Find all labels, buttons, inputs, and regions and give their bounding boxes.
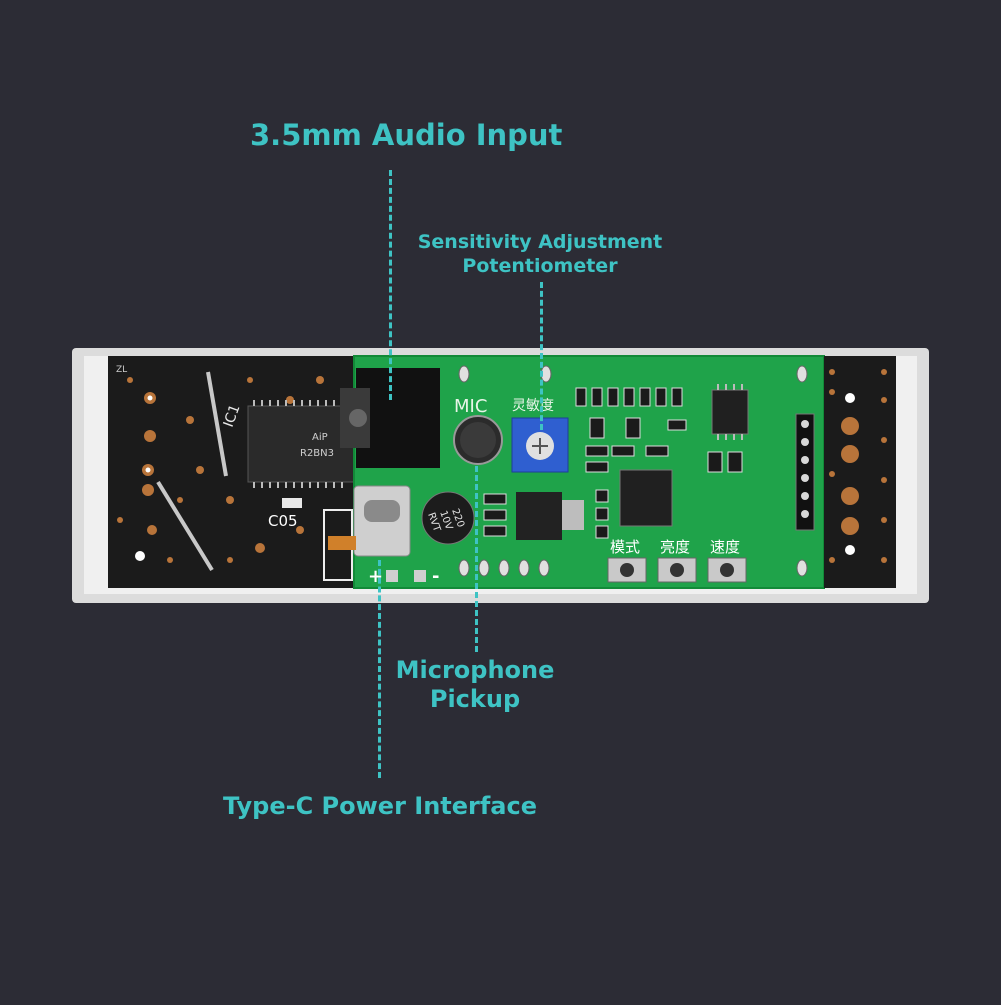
right-pcb bbox=[824, 356, 896, 588]
callout-line-audio bbox=[389, 170, 392, 400]
callout-line-microphone bbox=[475, 466, 478, 652]
sensitivity-label: Sensitivity Adjustment Potentiometer bbox=[410, 230, 670, 278]
minus-label: - bbox=[432, 566, 439, 587]
smd-part bbox=[282, 498, 302, 508]
c05-label: C05 bbox=[268, 512, 298, 530]
capacitor bbox=[421, 491, 475, 545]
wire-lead bbox=[156, 480, 214, 572]
mic-label: MIC bbox=[454, 396, 487, 417]
amplifier-chip bbox=[247, 405, 357, 483]
sensitivity-label-line2: Potentiometer bbox=[462, 255, 618, 277]
type-c-label: Type-C Power Interface bbox=[222, 792, 537, 820]
chip-marking: R2BN3 bbox=[300, 448, 334, 459]
audio-input-label: 3.5mm Audio Input bbox=[250, 118, 563, 152]
pcb-holes bbox=[135, 395, 153, 561]
corner-label: ZL bbox=[116, 365, 127, 375]
sensitivity-label-line1: Sensitivity Adjustment bbox=[417, 231, 663, 253]
sensitivity-cn-label: 灵敏度 bbox=[512, 398, 554, 414]
microphone-label-line1: Microphone bbox=[395, 656, 555, 684]
eeprom-chip bbox=[711, 389, 749, 435]
wire-lead bbox=[206, 371, 228, 477]
mode-label: 模式 bbox=[610, 538, 640, 556]
pin-header bbox=[795, 413, 815, 531]
microphone-label-line2: Pickup bbox=[429, 685, 521, 713]
mounting-holes bbox=[458, 365, 808, 577]
chip-marking: AiP bbox=[312, 432, 328, 443]
microphone-label: Microphone Pickup bbox=[390, 656, 560, 714]
tactile-buttons bbox=[607, 557, 747, 583]
microcontroller-chip bbox=[619, 469, 673, 527]
brightness-label: 亮度 bbox=[660, 538, 690, 556]
callout-line-type-c bbox=[378, 560, 381, 778]
speed-label: 速度 bbox=[710, 538, 740, 556]
voltage-regulator bbox=[516, 492, 562, 540]
chip-pins bbox=[253, 400, 343, 488]
ic1-label: IC1 bbox=[221, 402, 244, 429]
smd-resistors bbox=[483, 387, 743, 539]
callout-line-sensitivity bbox=[540, 282, 543, 430]
